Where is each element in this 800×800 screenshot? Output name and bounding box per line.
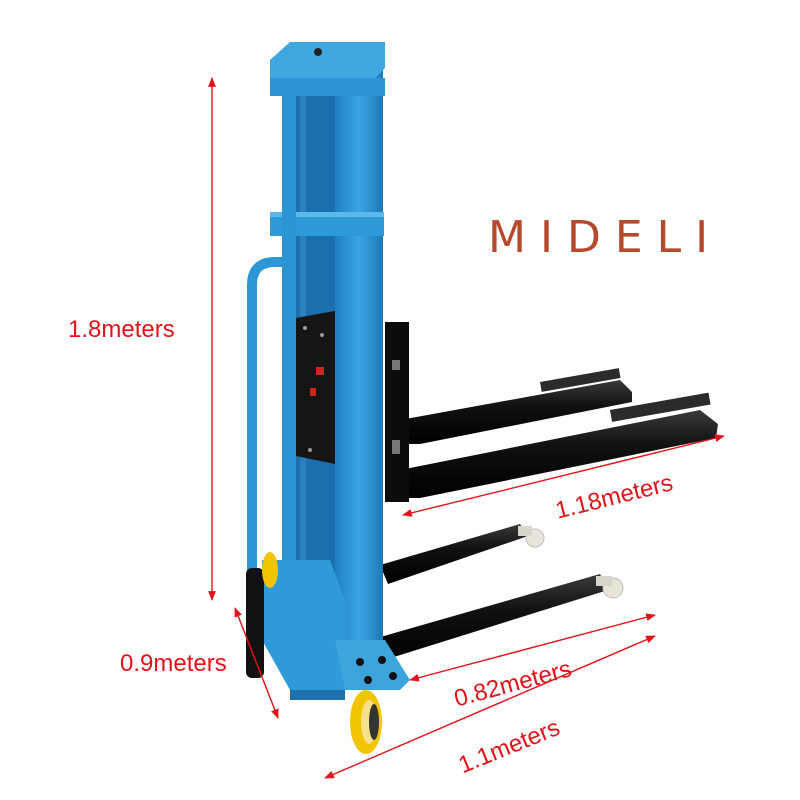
drive-wheel (262, 552, 278, 588)
control-box (296, 310, 340, 465)
width-label: 0.9meters (120, 650, 227, 677)
base-legs (370, 524, 624, 662)
bumper (246, 568, 264, 678)
caster-wheel (350, 690, 382, 754)
lift-button-icon (310, 388, 316, 396)
height-label: 1.8meters (68, 316, 175, 343)
brand-logo: MIDELI (488, 212, 723, 263)
power-switch-icon (316, 367, 324, 375)
dimension-lines (208, 77, 725, 779)
